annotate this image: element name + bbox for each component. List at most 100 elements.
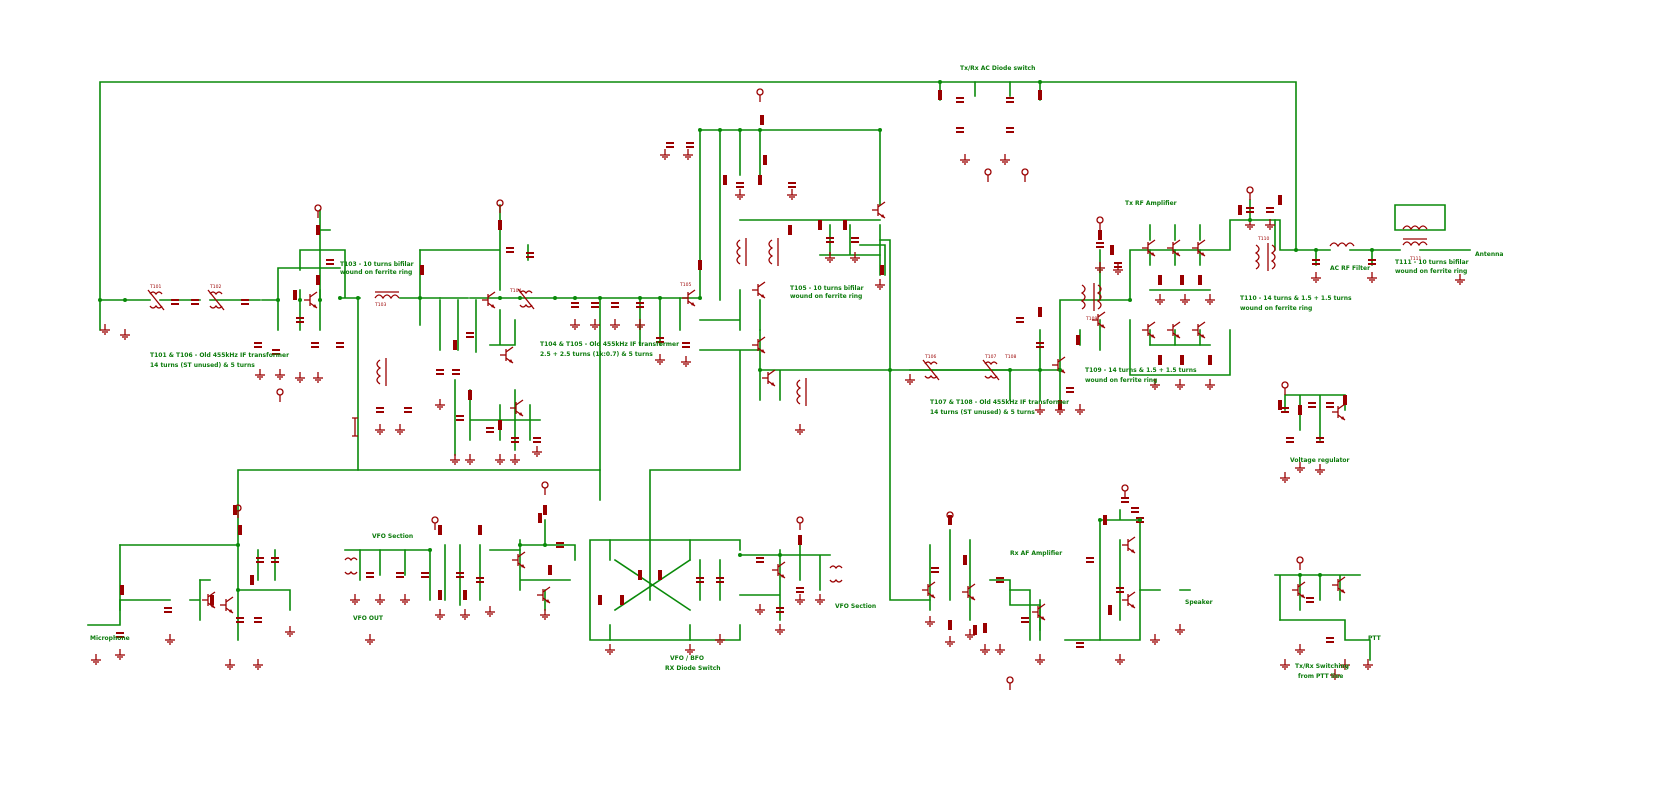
transistor — [752, 281, 766, 299]
resistor — [1278, 195, 1282, 205]
junction-dot — [698, 296, 702, 300]
ground-icon — [925, 616, 935, 627]
junction-dot — [1038, 80, 1042, 84]
transistor — [1292, 581, 1306, 599]
transistor — [1192, 321, 1206, 339]
ref-t105: T105 — [679, 282, 691, 288]
capacitor — [1066, 387, 1074, 393]
resistor — [1158, 275, 1162, 285]
resistor — [293, 290, 297, 300]
ground-icon — [350, 594, 360, 605]
capacitor — [1096, 242, 1104, 248]
ground-icon — [787, 189, 797, 200]
capacitor — [1076, 642, 1084, 648]
ground-icon — [540, 609, 550, 620]
resistor — [1180, 355, 1184, 365]
ground-icon — [660, 149, 670, 160]
ground-icon — [815, 594, 825, 605]
resistor — [1298, 405, 1302, 415]
resistor — [880, 265, 884, 275]
junction-dot — [1298, 573, 1302, 577]
ground-icon — [755, 604, 765, 615]
resistor — [1098, 230, 1102, 240]
resistor — [543, 505, 547, 515]
ground-icon — [435, 399, 445, 410]
junction-dot — [1128, 298, 1132, 302]
power-terminal-icon — [541, 481, 549, 495]
ground-icon — [1155, 294, 1165, 305]
ground-icon — [460, 609, 470, 620]
label-t104-t105-sub: 2.5 + 2.5 turns (1k:0.7) & 5 turns — [540, 351, 653, 358]
resistor — [538, 513, 542, 523]
ground-icon — [1363, 659, 1373, 670]
ground-icon — [1367, 272, 1377, 283]
capacitor — [526, 252, 534, 258]
capacitor — [1316, 437, 1324, 443]
resistor — [760, 115, 764, 125]
transistor — [1167, 239, 1181, 257]
ground-icon — [1035, 404, 1045, 415]
resistor — [1103, 515, 1107, 525]
capacitor — [1281, 407, 1289, 413]
capacitor — [1116, 587, 1124, 593]
resistor — [468, 390, 472, 400]
transistor — [1032, 603, 1046, 621]
capacitor — [272, 349, 280, 355]
transistor — [537, 586, 551, 604]
power-terminal-icon — [984, 168, 992, 182]
capacitor — [756, 557, 764, 563]
ground-icon — [875, 279, 885, 290]
capacitor — [1286, 437, 1294, 443]
ground-icon — [435, 609, 445, 620]
component-refs: T101 T102 T103 T104 T105 T106 T107 T108 … — [149, 236, 1421, 360]
ground-icon — [1115, 654, 1125, 665]
junction-dot — [356, 296, 360, 300]
ground-icon — [1150, 379, 1160, 390]
ground-icon — [91, 654, 101, 665]
resistor — [438, 590, 442, 600]
transistor — [202, 591, 216, 609]
resistor — [818, 220, 822, 230]
junction-dot — [543, 543, 547, 547]
transistor — [482, 291, 496, 309]
resistor — [120, 585, 124, 595]
capacitor — [1306, 597, 1314, 603]
capacitor — [636, 302, 644, 308]
junction-dot — [236, 588, 240, 592]
ref-t101: T101 — [149, 284, 161, 290]
junction-dot — [878, 128, 882, 132]
ground-icon — [253, 659, 263, 670]
capacitor — [236, 617, 244, 623]
ref-t104: T104 — [509, 288, 521, 294]
ground-icon — [295, 372, 305, 383]
capacitor — [686, 142, 694, 148]
transistor — [1167, 321, 1181, 339]
resistor — [798, 535, 802, 545]
transistor — [500, 346, 514, 364]
resistor — [598, 595, 602, 605]
resistor — [973, 625, 977, 635]
junction-dot — [758, 368, 762, 372]
junction-dot — [428, 548, 432, 552]
label-t103: T103 - 10 turns bifilar — [340, 261, 414, 268]
transistor — [1142, 239, 1156, 257]
junction-dot — [1294, 248, 1298, 252]
capacitor — [326, 259, 334, 265]
junction-dot — [553, 296, 557, 300]
capacitor — [254, 342, 262, 348]
resistor — [1110, 245, 1114, 255]
ground-icon — [1000, 154, 1010, 165]
label-t105-sub: wound on ferrite ring — [790, 293, 862, 300]
ground-icon — [120, 329, 130, 340]
ground-icon — [681, 356, 691, 367]
ground-icon — [100, 324, 110, 335]
capacitor — [656, 337, 664, 343]
junction-dot — [298, 298, 302, 302]
junction-dot — [758, 128, 762, 132]
label-t109: T109 - 14 turns & 1.5 + 1.5 turns — [1085, 367, 1197, 374]
ground-icon — [850, 252, 860, 263]
transistor — [872, 201, 886, 219]
capacitor — [164, 607, 172, 613]
resistor — [1343, 395, 1347, 405]
